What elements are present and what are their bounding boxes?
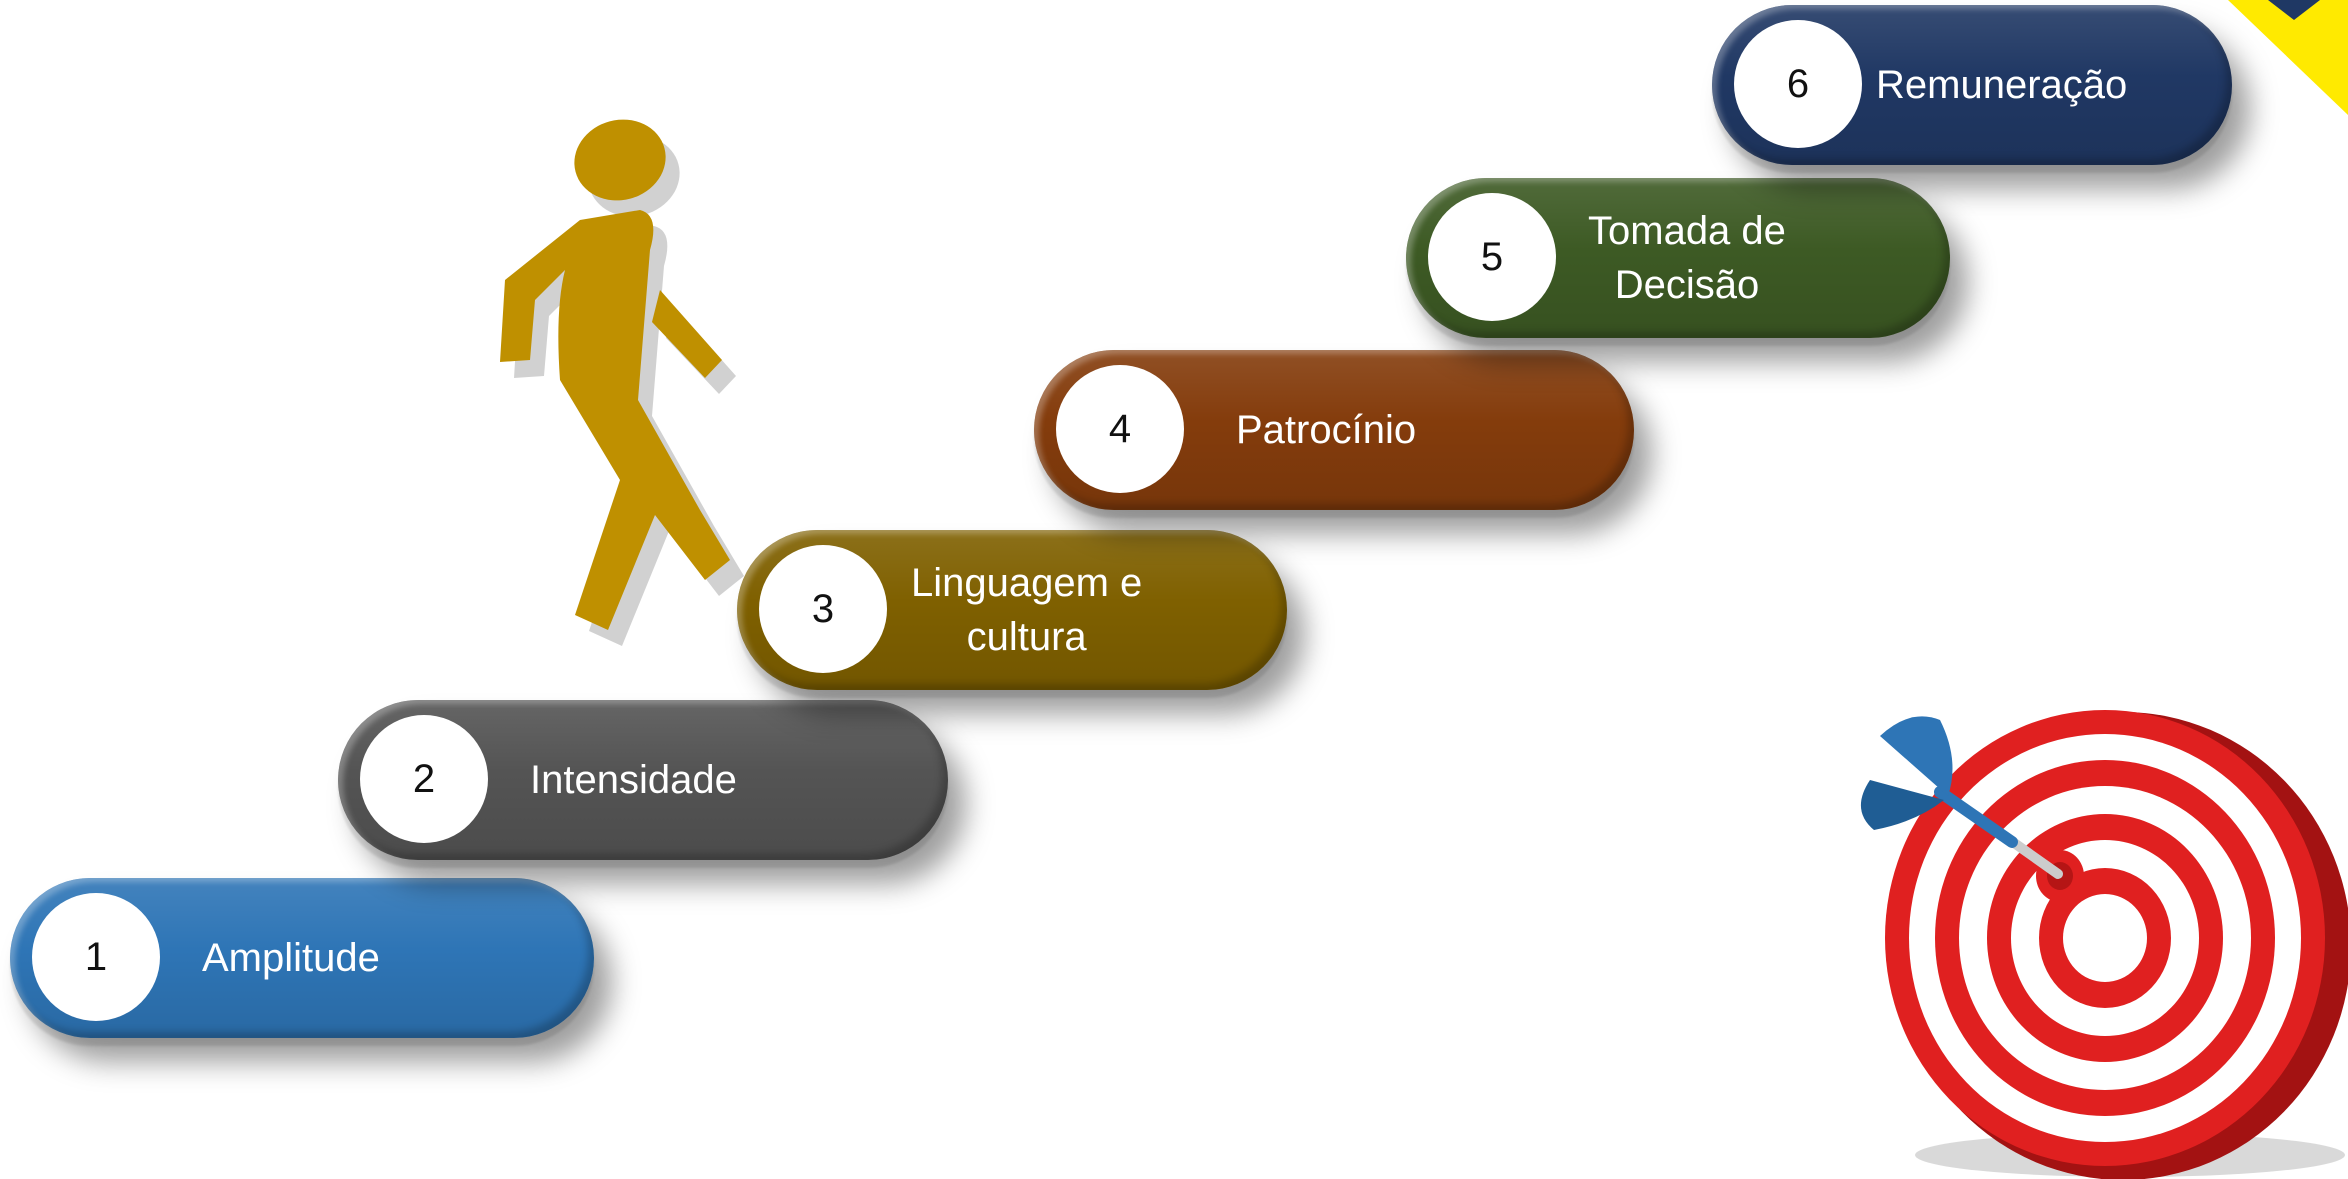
step-number-badge: 6 <box>1734 20 1862 148</box>
step-number-badge: 1 <box>32 893 160 1021</box>
step-number-badge: 4 <box>1056 365 1184 493</box>
step-label: Amplitude <box>202 936 380 980</box>
walking-person-icon <box>500 119 744 646</box>
step-label: Patrocínio <box>1236 408 1417 452</box>
step-number-badge: 5 <box>1428 193 1556 321</box>
step-3: 3 Linguagem e cultura <box>737 530 1287 690</box>
step-label: Tomada de Decisão <box>1588 209 1786 307</box>
step-number-badge: 3 <box>759 545 887 673</box>
step-label: Remuneração <box>1876 63 2128 107</box>
step-4: 4 Patrocínio <box>1034 350 1634 510</box>
step-2: 2 Intensidade <box>338 700 948 860</box>
step-5: 5 Tomada de Decisão <box>1406 178 1950 338</box>
step-label: Intensidade <box>530 758 737 802</box>
target-dart-icon <box>1860 710 2348 1179</box>
corner-decoration <box>2228 0 2348 115</box>
step-label: Linguagem e cultura <box>911 561 1143 659</box>
step-number-badge: 2 <box>360 715 488 843</box>
step-6: 6 Remuneração <box>1712 5 2232 165</box>
step-1: 1 Amplitude <box>10 878 594 1038</box>
